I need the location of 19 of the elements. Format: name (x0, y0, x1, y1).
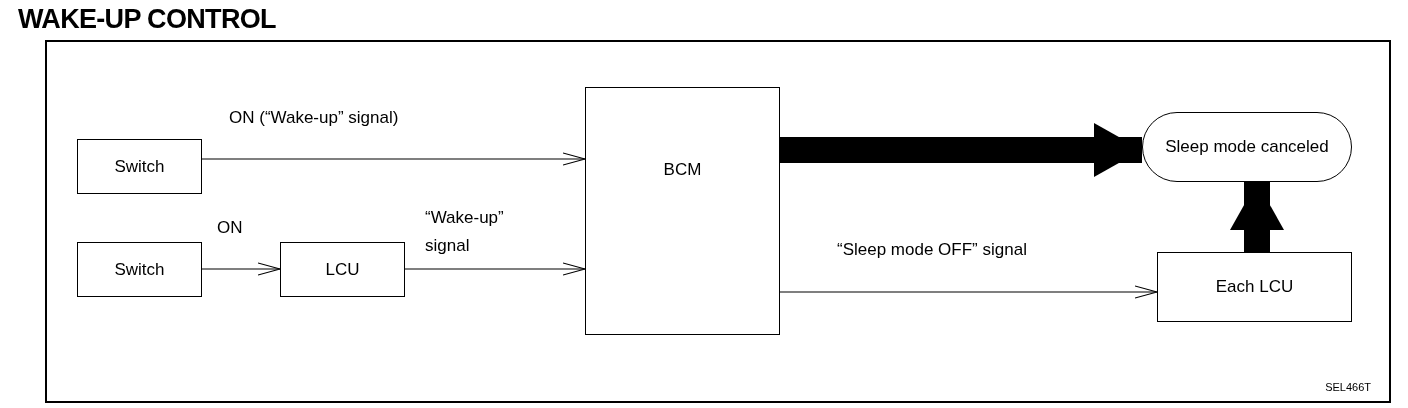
arrow (201, 152, 586, 166)
figure-code: SEL466T (1325, 379, 1371, 395)
arrow (779, 285, 1158, 299)
node-label: Sleep mode canceled (1164, 136, 1330, 158)
diagram-title: WAKE-UP CONTROL (18, 6, 276, 33)
node-label: LCU (324, 258, 361, 281)
node-label: Switch (113, 155, 166, 178)
node-label: Each LCU (1214, 276, 1295, 298)
arrow (404, 262, 586, 276)
process-box (280, 242, 405, 297)
process-box (585, 87, 780, 335)
thick-arrow (780, 123, 1142, 177)
thick-arrow (1230, 182, 1284, 252)
process-box (77, 242, 202, 297)
arrow (201, 262, 281, 276)
process-box (77, 139, 202, 194)
node-label: BCM (662, 159, 703, 181)
node-label: Switch (113, 258, 166, 281)
process-box (1157, 252, 1352, 322)
